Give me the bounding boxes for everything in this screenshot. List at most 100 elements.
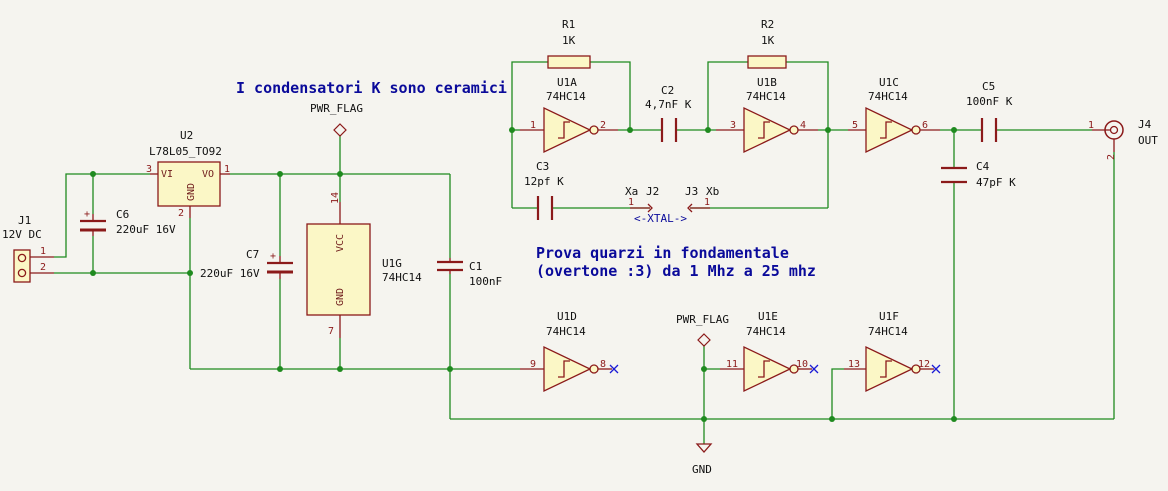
resistor-r1[interactable]: R1 1K — [547, 18, 591, 69]
note-ceramic: I condensatori K sono ceramici — [236, 79, 507, 97]
u2-pin-vo: 1 — [224, 164, 230, 175]
u1c-ref: U1C — [879, 76, 899, 89]
wires — [54, 61, 1115, 444]
u2-ref: U2 — [180, 129, 193, 142]
gate-u1c[interactable]: 5 6 U1C 74HC14 — [848, 76, 940, 154]
pwr-flag-top[interactable]: PWR_FLAG — [310, 102, 363, 137]
r1-value: 1K — [562, 34, 576, 47]
c4-ref: C4 — [976, 160, 990, 173]
j1-ref: J1 — [18, 214, 31, 227]
connector-j1[interactable]: 1 2 J1 12V DC — [2, 214, 54, 283]
u1f-ref: U1F — [879, 310, 899, 323]
u1d-value: 74HC14 — [546, 325, 586, 338]
u1g-value: 74HC14 — [382, 271, 422, 284]
j2-label: Xa — [625, 185, 638, 198]
u1c-value: 74HC14 — [868, 90, 908, 103]
c6-value: 220uF 16V — [116, 223, 176, 236]
u1b-ref: U1B — [757, 76, 777, 89]
j4-ref: J4 — [1138, 118, 1152, 131]
capacitor-c4[interactable]: C4 47pF K — [941, 160, 1016, 189]
c1-ref: C1 — [469, 260, 482, 273]
u2-vi: VI — [161, 169, 173, 180]
u1d-pin-out: 8 — [600, 359, 606, 370]
u1b-pin-in: 3 — [730, 120, 736, 131]
capacitor-c3[interactable]: C3 12pf K — [524, 160, 564, 220]
note-line1: Prova quarzi in fondamentale — [536, 244, 789, 262]
u1f-pin-out: 12 — [918, 359, 930, 370]
u1d-ref: U1D — [557, 310, 577, 323]
u2-gnd: GND — [186, 183, 197, 201]
pwr-flag-bottom-label: PWR_FLAG — [676, 313, 729, 326]
c2-ref: C2 — [661, 84, 674, 97]
c6-plus: + — [84, 209, 90, 220]
u1e-pin-out: 10 — [796, 359, 808, 370]
gnd-symbol[interactable]: GND — [692, 443, 713, 476]
gate-u1d[interactable]: 9 8 U1D 74HC14 — [520, 310, 619, 393]
j1-pin2: 2 — [40, 262, 46, 273]
gate-u1f[interactable]: 13 12 U1F 74HC14 — [844, 310, 941, 393]
r1-ref: R1 — [562, 18, 575, 31]
xtal-label: <-XTAL-> — [634, 212, 687, 225]
j1-value: 12V DC — [2, 228, 42, 241]
pwr-flag-top-label: PWR_FLAG — [310, 102, 363, 115]
capacitor-c6[interactable]: + C6 220uF 16V — [80, 208, 176, 236]
u1f-pin-in: 13 — [848, 359, 860, 370]
j3-ref: J3 — [685, 185, 698, 198]
c7-ref: C7 — [246, 248, 259, 261]
c7-plus: + — [270, 251, 276, 262]
capacitor-c5[interactable]: C5 100nF K — [966, 80, 1013, 142]
capacitor-c2[interactable]: C2 4,7nF K — [645, 84, 692, 142]
u1g-pin-vcc: 14 — [330, 192, 341, 204]
j4-pin2: 2 — [1106, 154, 1117, 160]
gate-u1a[interactable]: 1 2 U1A 74HC14 — [520, 76, 618, 154]
gate-u1b[interactable]: 3 4 U1B 74HC14 — [716, 76, 818, 154]
pwr-flag-bottom[interactable]: PWR_FLAG — [676, 313, 729, 347]
u1g-ref: U1G — [382, 257, 402, 270]
gate-u1e[interactable]: 11 10 U1E 74HC14 — [720, 310, 819, 393]
junctions — [90, 127, 957, 422]
socket-j3[interactable]: 1 J3 Xb — [685, 185, 719, 213]
u2-value: L78L05_TO92 — [149, 145, 222, 158]
c3-value: 12pf K — [524, 175, 564, 188]
gate-u1g[interactable]: 14 7 VCC GND U1G 74HC14 — [306, 192, 422, 338]
u2-vo: VO — [202, 169, 214, 180]
c5-value: 100nF K — [966, 95, 1013, 108]
u1b-value: 74HC14 — [746, 90, 786, 103]
u1b-pin-out: 4 — [800, 120, 806, 131]
u1e-ref: U1E — [758, 310, 778, 323]
socket-j2[interactable]: 1 Xa J2 — [625, 185, 659, 213]
u2-pin-vi: 3 — [146, 164, 152, 175]
u1g-pin-gnd: 7 — [328, 326, 334, 337]
j3-pin: 1 — [704, 197, 710, 208]
connector-j4[interactable]: 1 2 J4 OUT — [1088, 118, 1158, 160]
c1-value: 100nF — [469, 275, 502, 288]
u1a-pin-out: 2 — [600, 120, 606, 131]
c6-ref: C6 — [116, 208, 129, 221]
resistor-r2[interactable]: R2 1K — [747, 18, 787, 69]
u1g-vcc: VCC — [335, 234, 346, 252]
c7-value: 220uF 16V — [200, 267, 260, 280]
u1c-pin-in: 5 — [852, 120, 858, 131]
c4-value: 47pF K — [976, 176, 1016, 189]
j4-pin1: 1 — [1088, 120, 1094, 131]
c2-value: 4,7nF K — [645, 98, 692, 111]
u1a-ref: U1A — [557, 76, 577, 89]
j2-ref: J2 — [646, 185, 659, 198]
r2-ref: R2 — [761, 18, 774, 31]
r2-value: 1K — [761, 34, 775, 47]
c5-ref: C5 — [982, 80, 995, 93]
j1-pin1: 1 — [40, 246, 46, 257]
j2-pin: 1 — [628, 197, 634, 208]
capacitor-c1[interactable]: C1 100nF — [437, 258, 502, 288]
u1f-value: 74HC14 — [868, 325, 908, 338]
u1a-value: 74HC14 — [546, 90, 586, 103]
j4-value: OUT — [1138, 134, 1158, 147]
u1e-pin-in: 11 — [726, 359, 738, 370]
u1c-pin-out: 6 — [922, 120, 928, 131]
capacitor-c7[interactable]: + C7 220uF 16V — [200, 248, 293, 280]
note-line2: (overtone :3) da 1 Mhz a 25 mhz — [536, 262, 816, 280]
regulator-u2[interactable]: 3 1 2 VI VO GND U2 L78L05_TO92 — [146, 129, 230, 219]
u1d-pin-in: 9 — [530, 359, 536, 370]
u1g-gnd: GND — [335, 288, 346, 306]
